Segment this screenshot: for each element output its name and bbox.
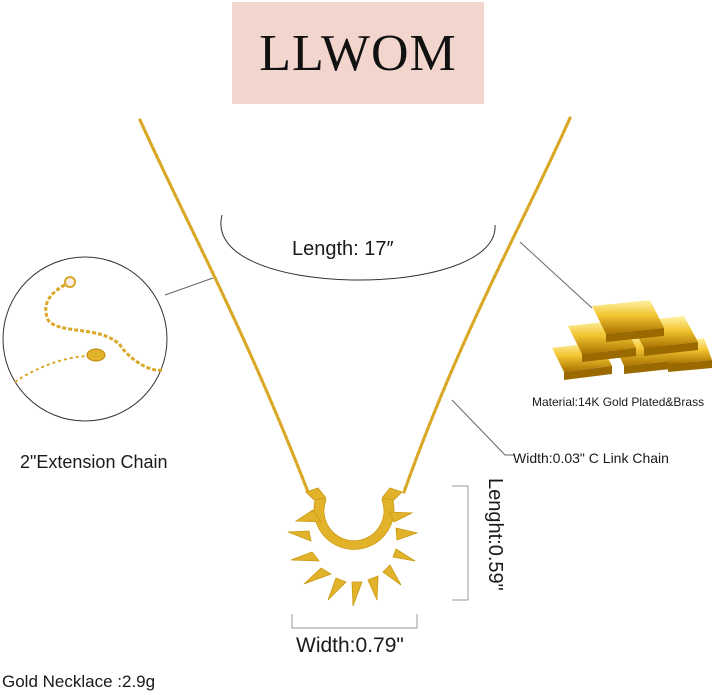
extension-chain-lower bbox=[14, 354, 96, 383]
weight-label: Gold Necklace :2.9g bbox=[2, 672, 156, 691]
chain-left bbox=[138, 118, 310, 494]
extension-chain bbox=[44, 280, 163, 372]
length-arc bbox=[220, 214, 496, 281]
extension-detail-circle bbox=[2, 256, 168, 422]
pendant-length-label: Lenght:0.59" bbox=[484, 478, 506, 591]
material-label: Material:14K Gold Plated&Brass bbox=[532, 395, 705, 409]
lobster-clasp-icon bbox=[86, 348, 106, 362]
pendant-width-label: Width:0.79" bbox=[296, 634, 404, 657]
length-label: Length: 17″ bbox=[292, 238, 394, 260]
extension-gem-icon bbox=[64, 276, 76, 288]
pendant-length-bracket bbox=[452, 485, 469, 601]
gold-bars-icon bbox=[552, 300, 712, 380]
chain-width-pointer-line bbox=[451, 399, 515, 456]
brand-name: LLWOM bbox=[259, 24, 457, 82]
chain-right bbox=[402, 116, 572, 494]
pendant-width-bracket bbox=[291, 614, 418, 629]
chain-width-label: Width:0.03" C Link Chain bbox=[513, 450, 669, 466]
brand-banner: LLWOM bbox=[232, 2, 484, 104]
sun-pendant-icon bbox=[287, 487, 419, 607]
material-pointer-line bbox=[519, 241, 593, 309]
extension-pointer-line bbox=[164, 277, 214, 296]
extension-label: 2"Extension Chain bbox=[20, 452, 168, 472]
